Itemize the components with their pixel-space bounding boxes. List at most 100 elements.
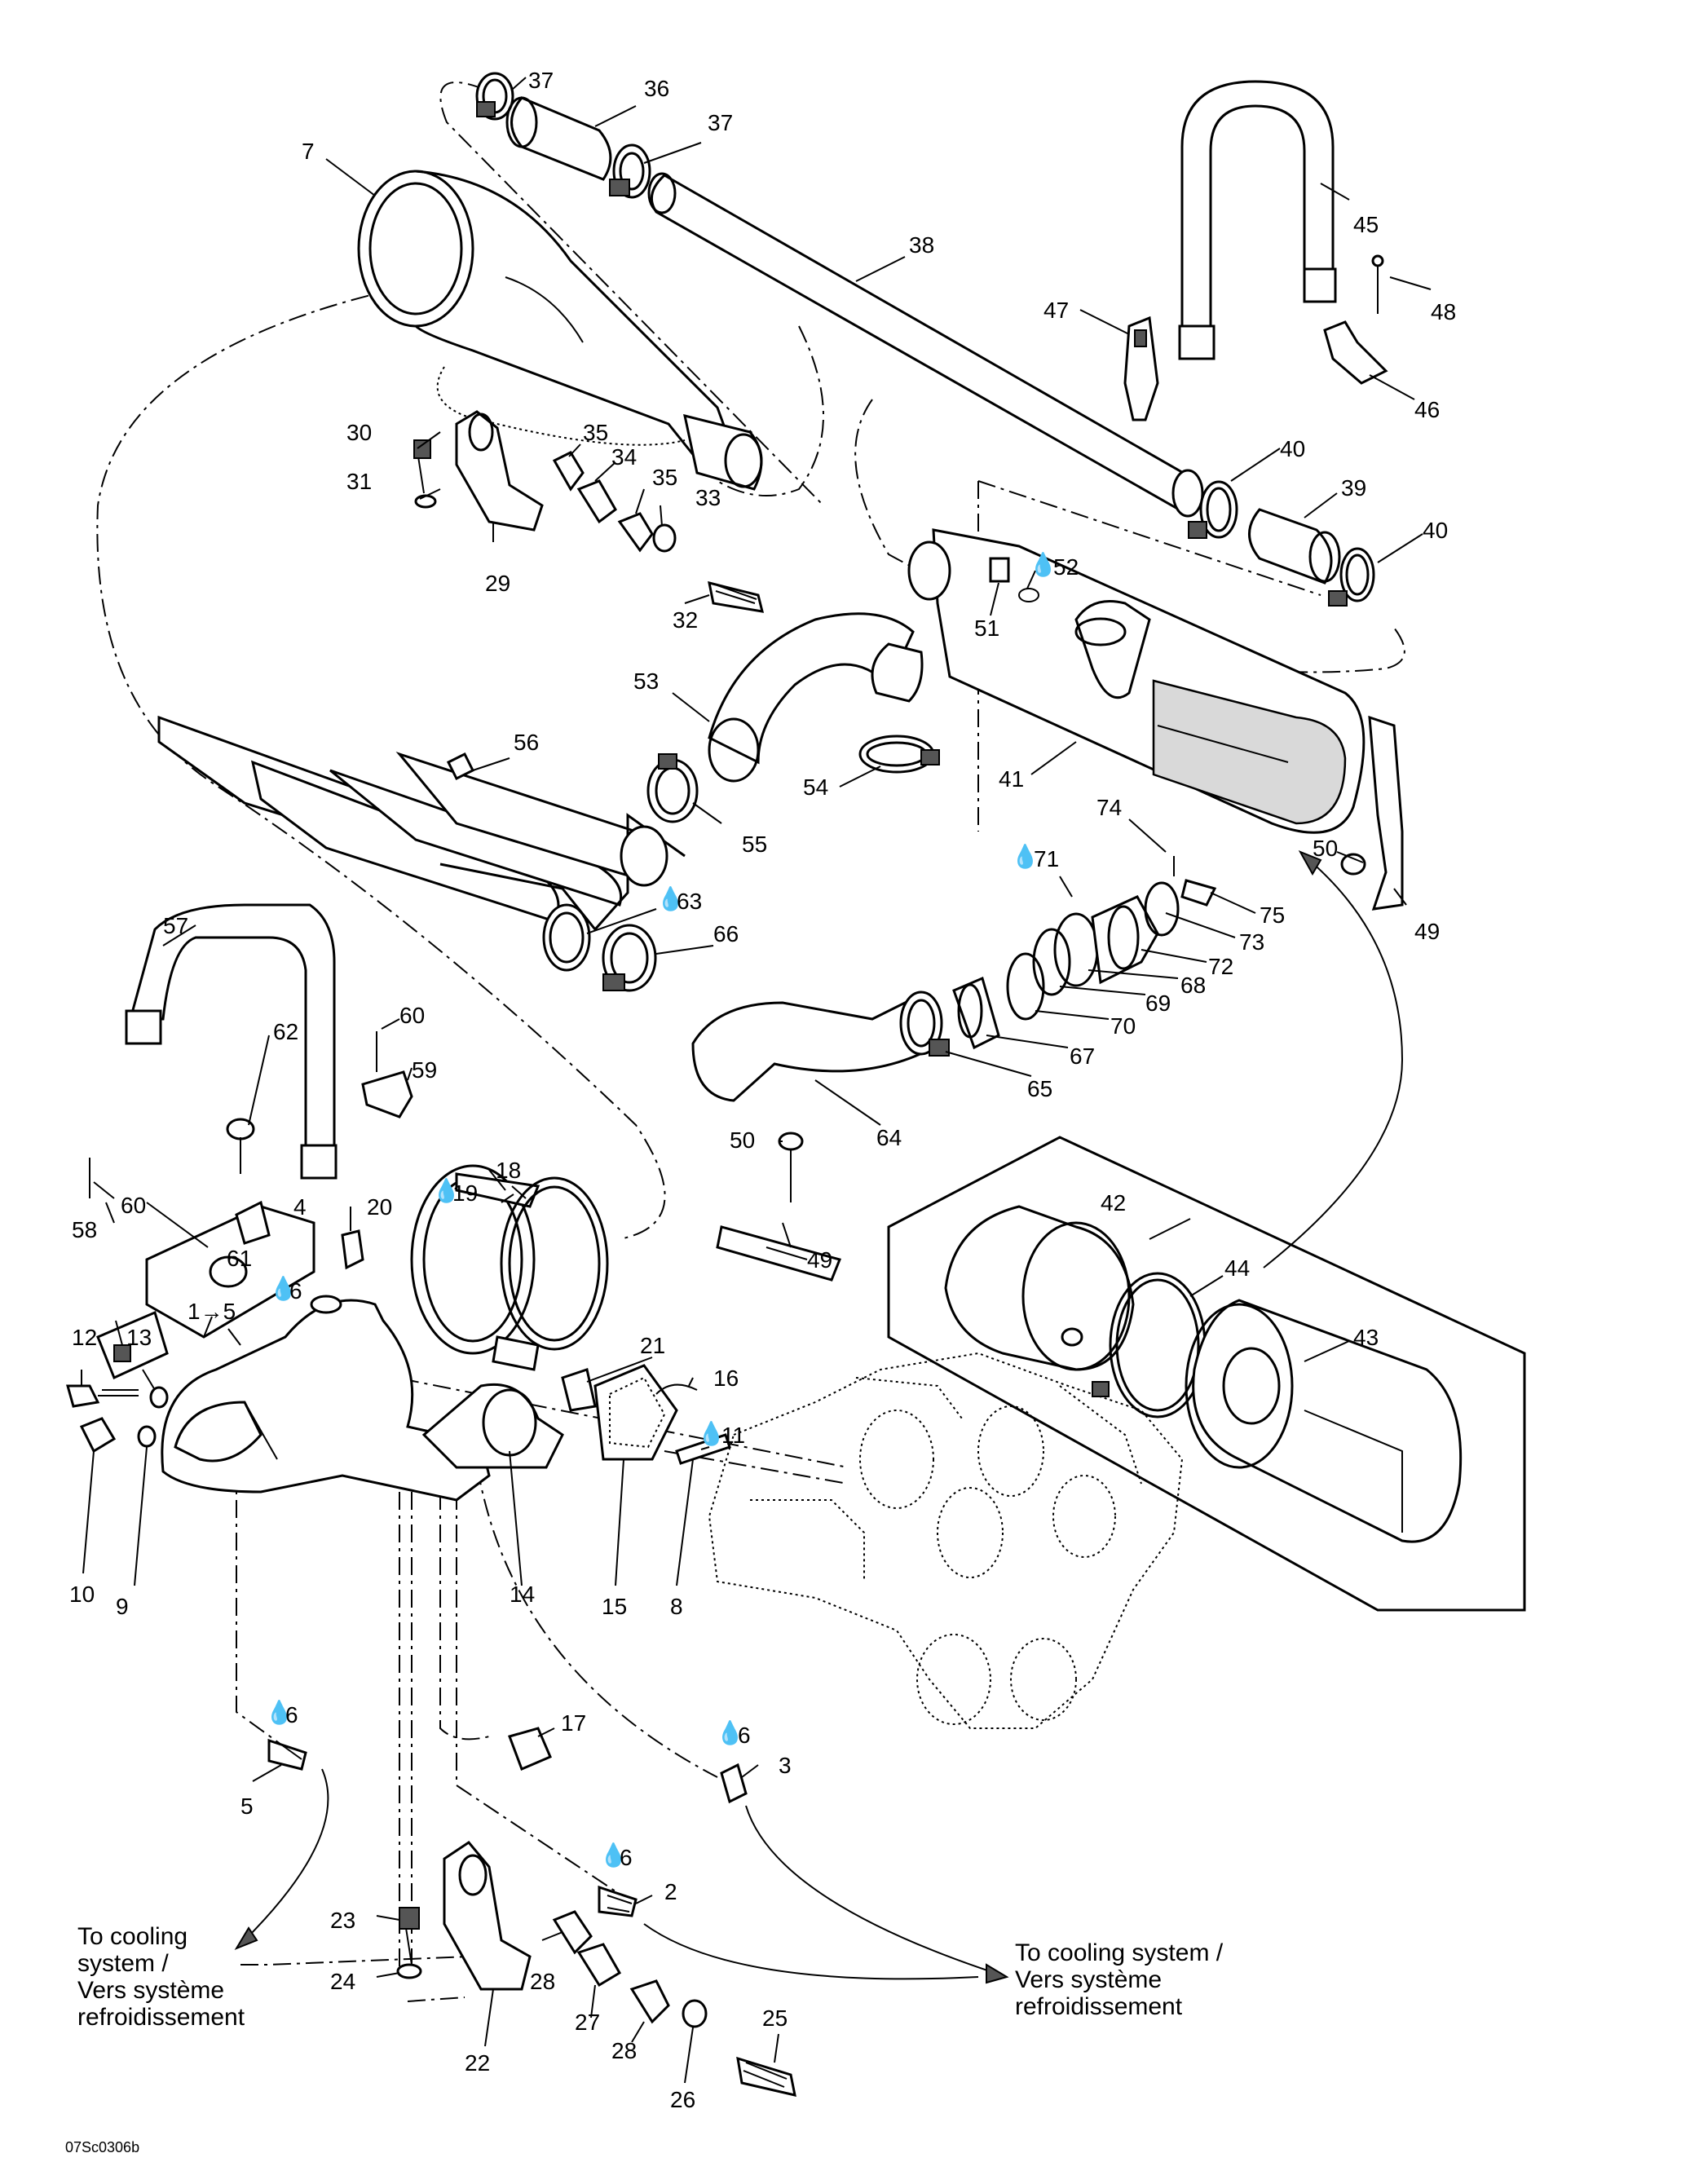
- label-56: 56: [514, 730, 539, 755]
- ring-69: [1032, 928, 1071, 996]
- label-10: 10: [69, 1582, 95, 1607]
- sleeve-21: [561, 1368, 597, 1412]
- oil-drop-11: 💧: [697, 1420, 726, 1447]
- bushing-35-lower: [617, 512, 654, 553]
- label-4: 4: [293, 1194, 307, 1220]
- oil-drop-6: 💧: [265, 1699, 293, 1726]
- label-68: 68: [1180, 973, 1206, 998]
- oil-drop-71: 💧: [1011, 843, 1039, 870]
- label-5: 5: [240, 1794, 254, 1819]
- bushing-28-lower: [629, 1979, 670, 2024]
- part-number-labels: 37 36 37 7 38 45 48 47 46 40 39 40 30 31…: [69, 68, 1456, 2112]
- cooling-note-left: To cooling system / Vers système refroid…: [77, 1923, 245, 2031]
- svg-text:system /: system /: [77, 1950, 169, 1977]
- washer-31: [414, 494, 437, 509]
- elbow-fitting-4: [341, 1229, 364, 1270]
- label-14: 14: [510, 1582, 535, 1607]
- label-45: 45: [1353, 212, 1379, 237]
- label-49: 49: [1414, 919, 1440, 944]
- label-39: 39: [1341, 475, 1366, 501]
- label-46: 46: [1414, 397, 1440, 422]
- exhaust-pipe-assembly: [475, 72, 1375, 607]
- label-27: 27: [575, 2010, 600, 2035]
- label-60: 60: [399, 1003, 425, 1028]
- label-15: 15: [602, 1594, 627, 1619]
- label-48: 48: [1431, 299, 1456, 324]
- label-65: 65: [1027, 1076, 1052, 1101]
- plug-17: [508, 1727, 552, 1771]
- coupling-sleeve-36: [510, 96, 612, 181]
- label-28: 28: [611, 2038, 637, 2063]
- exhaust-hose-64: [602, 856, 1217, 1102]
- muffler-41: [907, 528, 1366, 834]
- label-42: 42: [1101, 1190, 1126, 1216]
- label-50: 50: [730, 1127, 755, 1153]
- label-64: 64: [876, 1125, 902, 1150]
- label-70: 70: [1110, 1013, 1136, 1039]
- oil-drop-19: 💧: [432, 1177, 461, 1204]
- label-58: 58: [72, 1217, 97, 1242]
- label-50: 50: [1313, 836, 1338, 861]
- bracket-46: [1323, 320, 1388, 385]
- label-32: 32: [673, 607, 698, 633]
- spacer-34: [576, 479, 617, 524]
- bushing-35-upper: [552, 451, 585, 492]
- bolt-23: [405, 1927, 413, 1966]
- label-24: 24: [330, 1969, 355, 1994]
- rivet-50-right: [1340, 853, 1366, 876]
- bracket-47: [1123, 315, 1159, 421]
- washer-24: [396, 1963, 422, 1979]
- label-66: 66: [713, 921, 739, 946]
- label-61: 61: [227, 1246, 252, 1271]
- cooling-note-right: To cooling system / Vers système refroid…: [1015, 1939, 1224, 2020]
- label-11: 11: [721, 1423, 745, 1448]
- adapter-15: [593, 1364, 678, 1461]
- oil-drop-63: 💧: [656, 885, 685, 912]
- gasket-73: [1144, 881, 1180, 937]
- label-16: 16: [713, 1366, 739, 1391]
- oil-drop-6: 💧: [269, 1275, 298, 1302]
- seal-70: [1006, 952, 1045, 1021]
- label-69: 69: [1145, 991, 1171, 1016]
- label-20: 20: [367, 1194, 392, 1220]
- label-51: 51: [974, 615, 999, 641]
- washer-26: [682, 1999, 708, 2028]
- label-75: 75: [1260, 902, 1285, 928]
- fitting-2: [598, 1885, 638, 1917]
- fitting-5: [267, 1738, 307, 1771]
- leader-lines: [81, 77, 1432, 2084]
- exhaust-mount-22: [396, 1841, 796, 2097]
- label-3: 3: [779, 1753, 792, 1778]
- label-1-5: 1→5: [188, 1299, 236, 1324]
- label-52: 52: [1053, 554, 1079, 580]
- label-21: 21: [640, 1333, 665, 1358]
- washer-13: [149, 1386, 169, 1409]
- label-13: 13: [126, 1325, 152, 1350]
- svg-text:refroidissement: refroidissement: [77, 2004, 245, 2031]
- engine-reference-outline: [708, 1352, 1184, 1729]
- label-74: 74: [1096, 795, 1122, 820]
- tuned-pipe-strap-57: [89, 903, 413, 1380]
- label-25: 25: [762, 2005, 788, 2031]
- label-34: 34: [611, 444, 637, 470]
- spacer-27: [576, 1943, 622, 1988]
- svg-text:To cooling system /: To cooling system /: [1015, 1939, 1224, 1966]
- clip-75: [1180, 879, 1217, 907]
- label-47: 47: [1043, 298, 1069, 323]
- label-37: 37: [708, 110, 733, 135]
- seal-18: [500, 1176, 609, 1351]
- label-29: 29: [485, 571, 510, 596]
- label-28: 28: [530, 1969, 555, 1994]
- fitting-51: [989, 557, 1010, 583]
- svg-text:To cooling: To cooling: [77, 1923, 188, 1950]
- sleeve-67: [952, 976, 1000, 1050]
- label-23: 23: [330, 1908, 355, 1933]
- silencer-cover-42: [944, 1205, 1135, 1371]
- label-18: 18: [496, 1158, 521, 1183]
- clip-59: [361, 1070, 413, 1118]
- oil-drop-6: 💧: [716, 1719, 744, 1746]
- label-22: 22: [465, 2050, 490, 2076]
- label-40: 40: [1423, 518, 1448, 543]
- tuned-pipe-elbow-7: [357, 170, 763, 491]
- exhaust-clamp-20: [410, 1164, 698, 1412]
